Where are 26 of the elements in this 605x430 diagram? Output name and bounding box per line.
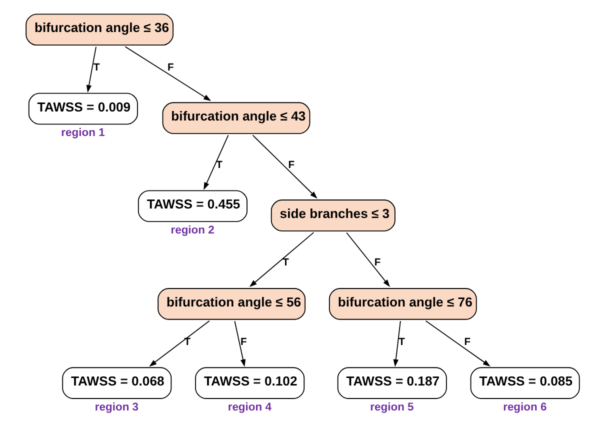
arrow [425, 320, 490, 367]
edge-label: T [282, 257, 289, 268]
arrow [346, 232, 390, 287]
edge-label: F [167, 62, 174, 74]
node-label: region 3 [94, 401, 139, 414]
edge-label: F [374, 257, 381, 268]
arrow [249, 232, 314, 288]
edge-label: T [216, 160, 222, 171]
arrow [204, 134, 229, 190]
arrow [393, 320, 401, 367]
edge-label: T [93, 62, 100, 74]
edge-label: T [184, 336, 191, 348]
arrow [234, 320, 246, 367]
edge-label: F [240, 336, 247, 348]
node-label: region 6 [503, 401, 547, 414]
node-label: region 5 [370, 401, 414, 414]
edge-label: F [464, 336, 471, 348]
edge-label: F [288, 160, 295, 171]
arrow [149, 320, 210, 367]
edge-label: T [398, 336, 405, 348]
arrow [252, 134, 318, 199]
node-label: region 4 [228, 401, 272, 414]
node-label: region 1 [61, 126, 105, 139]
arrow [86, 46, 96, 93]
arrow [124, 46, 212, 102]
node-label: region 2 [170, 224, 214, 236]
